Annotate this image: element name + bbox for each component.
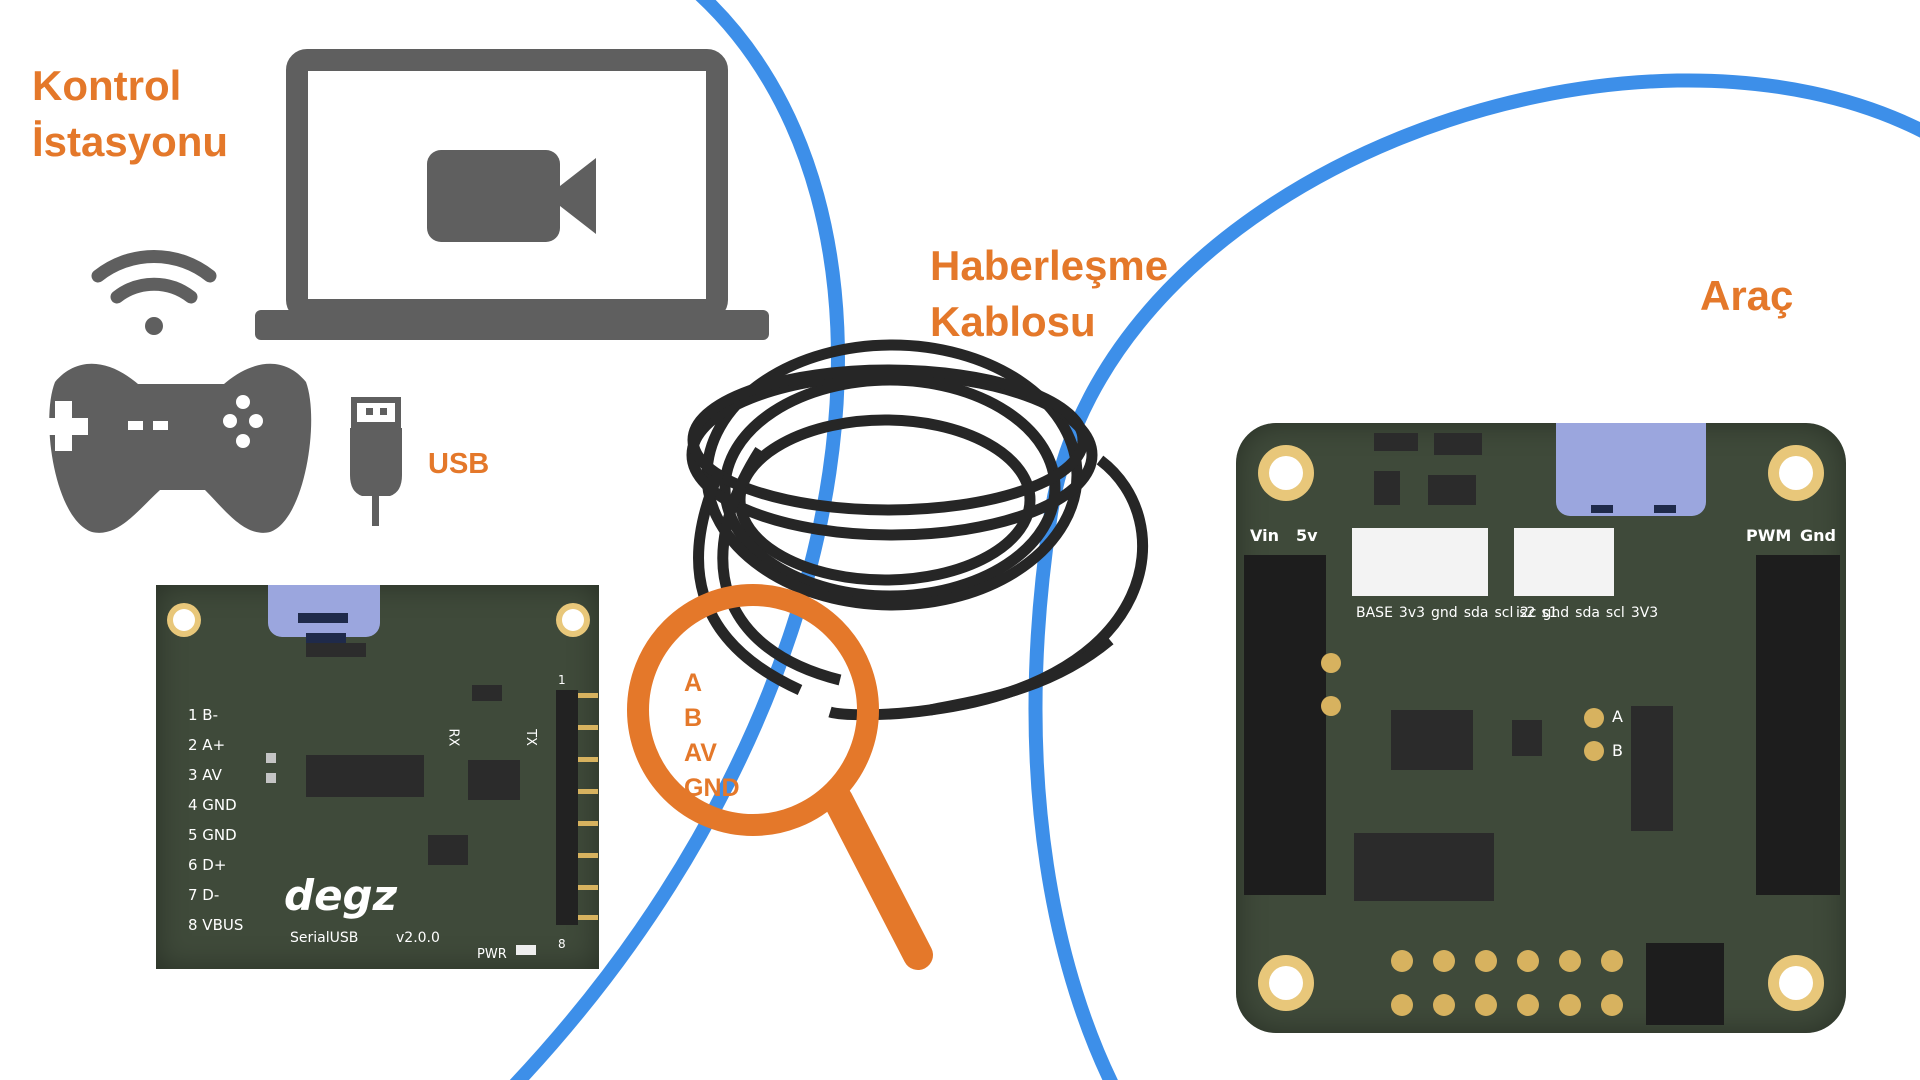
board-version: v2.0.0 xyxy=(396,930,440,946)
header-pin-1: 1 xyxy=(558,673,566,687)
connector-1-pin-labels: BASE 3v3 gnd sda scl s2 s1 xyxy=(1356,605,1558,621)
comm-cable-title-line1: Haberleşme xyxy=(930,242,1169,289)
pin-label: 3v3 xyxy=(1398,605,1426,621)
pwr-label: PWR xyxy=(477,947,507,962)
control-station-title: Kontrol İstasyonu xyxy=(32,58,228,170)
pin-label: 5 GND xyxy=(188,826,237,844)
tx-label: TX xyxy=(522,729,538,746)
brand-logo: degz xyxy=(284,871,398,920)
pin-label: 2 A+ xyxy=(188,736,226,754)
pad-a-label: A xyxy=(1612,707,1623,726)
serialusb-pin-list: 1 B- 2 A+ 3 AV 4 GND 5 GND 6 D+ 7 D- 8 V… xyxy=(188,700,243,940)
pin-label: scl xyxy=(1494,605,1514,621)
pin-label: 7 D- xyxy=(188,886,220,904)
signal-label: B xyxy=(684,704,703,732)
control-station-title-line1: Kontrol xyxy=(32,62,182,109)
gnd-label: Gnd xyxy=(1800,526,1836,545)
control-station-circle xyxy=(509,0,845,1080)
pin-label: 1 B- xyxy=(188,706,219,724)
pin-label: 8 VBUS xyxy=(188,916,244,934)
vehicle-title: Araç xyxy=(1700,272,1794,319)
pin-label: 3 AV xyxy=(188,766,222,784)
pin-label: s1 xyxy=(1541,605,1558,621)
signal-label: AV xyxy=(684,739,717,767)
vehicle-circle xyxy=(1028,73,1920,1080)
pin-label: scl xyxy=(1605,605,1625,621)
pin-label: i2c xyxy=(1516,605,1537,621)
rx-label: RX xyxy=(445,728,461,747)
vehicle-board-art xyxy=(1244,423,1840,1025)
vehicle-board: Vin 5v PWM Gnd BASE 3v3 gnd sda scl s2 s… xyxy=(1236,423,1846,1033)
pin-label: s2 xyxy=(1519,605,1536,621)
pin-label: 4 GND xyxy=(188,796,237,814)
board-name: SerialUSB xyxy=(290,930,359,946)
magnifier-signals: A B AV GND xyxy=(684,666,740,806)
header-pin-8: 8 xyxy=(558,937,566,951)
pin-label: gnd xyxy=(1542,605,1570,621)
control-station-title-line2: İstasyonu xyxy=(32,118,229,165)
pin-label: BASE xyxy=(1356,605,1393,621)
signal-label: GND xyxy=(684,774,740,802)
signal-label: A xyxy=(684,669,703,697)
comm-cable-title-line2: Kablosu xyxy=(930,298,1096,345)
vin-label: Vin xyxy=(1250,526,1279,545)
pin-label: sda xyxy=(1575,605,1600,621)
pin-label: sda xyxy=(1463,605,1489,621)
connector-2-pin-labels: i2c gnd sda scl 3V3 xyxy=(1516,605,1658,621)
pin-label: gnd xyxy=(1431,605,1458,621)
pin-label: 3V3 xyxy=(1630,605,1659,621)
serialusb-board: 1 B- 2 A+ 3 AV 4 GND 5 GND 6 D+ 7 D- 8 V… xyxy=(156,585,599,969)
serialusb-board-art xyxy=(167,585,598,955)
video-camera-icon xyxy=(427,150,596,242)
5v-label: 5v xyxy=(1296,526,1318,545)
pwm-label: PWM xyxy=(1746,526,1792,545)
pad-b-label: B xyxy=(1612,741,1623,760)
comm-cable-title: Haberleşme Kablosu xyxy=(930,238,1168,350)
usb-label: USB xyxy=(428,448,490,480)
pin-label: 6 D+ xyxy=(188,856,227,874)
